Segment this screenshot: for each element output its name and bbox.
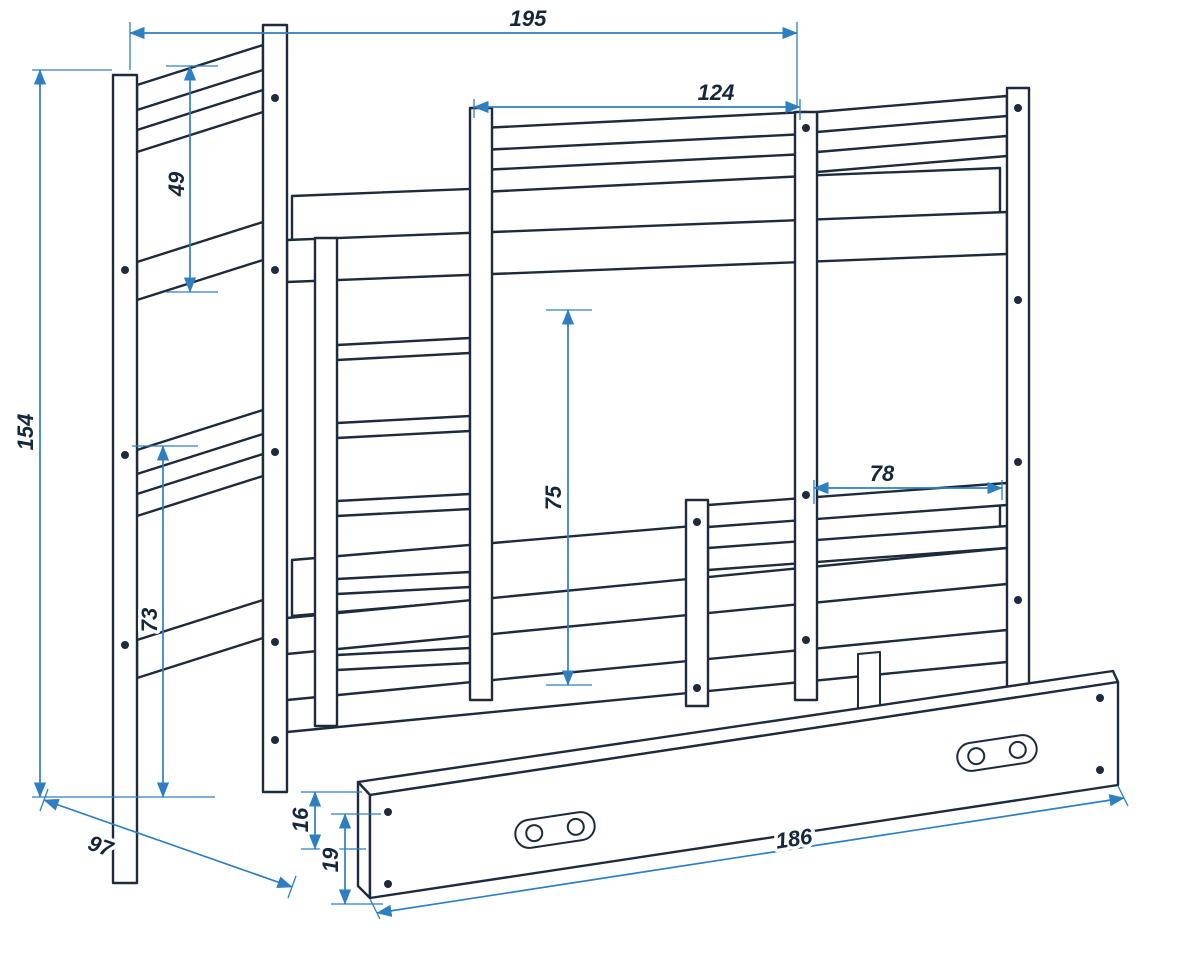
drawer-handle-right <box>956 734 1038 772</box>
dim-drawer-length: 186 <box>369 785 1129 920</box>
bolt-dots <box>121 94 1104 888</box>
end-slat <box>815 94 1009 134</box>
headboard-frame-rail <box>135 220 265 302</box>
bed-outline <box>111 23 1120 900</box>
dim-label-upper-section-height: 49 <box>164 171 189 197</box>
dim-upper-guard-length: 124 <box>473 77 801 120</box>
dim-drawer-clearance: 16 <box>285 791 366 850</box>
dim-drawer-front-height: 19 <box>315 813 383 905</box>
dim-label-inner-height: 75 <box>541 485 566 510</box>
drawer-left-edge <box>356 780 372 900</box>
dim-label-total-height: 154 <box>13 414 38 451</box>
headboard-upper-slats <box>135 43 265 302</box>
dim-lower-section-height: 73 <box>132 445 198 798</box>
ladder-stile-right <box>468 106 494 702</box>
headboard-lower-slats <box>135 408 265 680</box>
ladder-rung <box>335 414 472 440</box>
dim-lower-guard-length: 78 <box>813 458 1003 504</box>
ladder-rung <box>335 336 472 362</box>
dim-upper-section-height: 49 <box>161 65 218 293</box>
right-end-upper-slats <box>815 94 1009 174</box>
drawer-front-face <box>368 680 1120 900</box>
dim-label-lower-section-height: 73 <box>137 608 162 632</box>
ladder-rung <box>335 646 472 672</box>
post-right-rear <box>1005 86 1031 708</box>
dim-label-total-length: 195 <box>510 6 547 31</box>
dim-bed-depth: 97 <box>39 788 297 899</box>
ladder-rung <box>335 492 472 518</box>
post-right-front <box>793 110 819 702</box>
dim-label-lower-guard-length: 78 <box>870 461 895 486</box>
dim-label-drawer-clearance: 16 <box>288 807 313 832</box>
dim-label-upper-guard-length: 124 <box>698 80 735 105</box>
post-back-left <box>261 23 289 794</box>
dim-label-drawer-length: 186 <box>774 823 815 853</box>
end-slat <box>815 134 1009 174</box>
dim-inner-height: 75 <box>538 309 592 686</box>
guard-post <box>684 498 710 708</box>
ladder-stile-left <box>313 236 339 728</box>
guard-rail-slat <box>479 110 808 152</box>
dim-total-length: 195 <box>129 3 798 108</box>
ladder <box>313 106 494 728</box>
dim-label-drawer-front-height: 19 <box>318 847 343 872</box>
dim-total-height: 154 <box>10 69 215 798</box>
post-front-left <box>111 73 139 885</box>
